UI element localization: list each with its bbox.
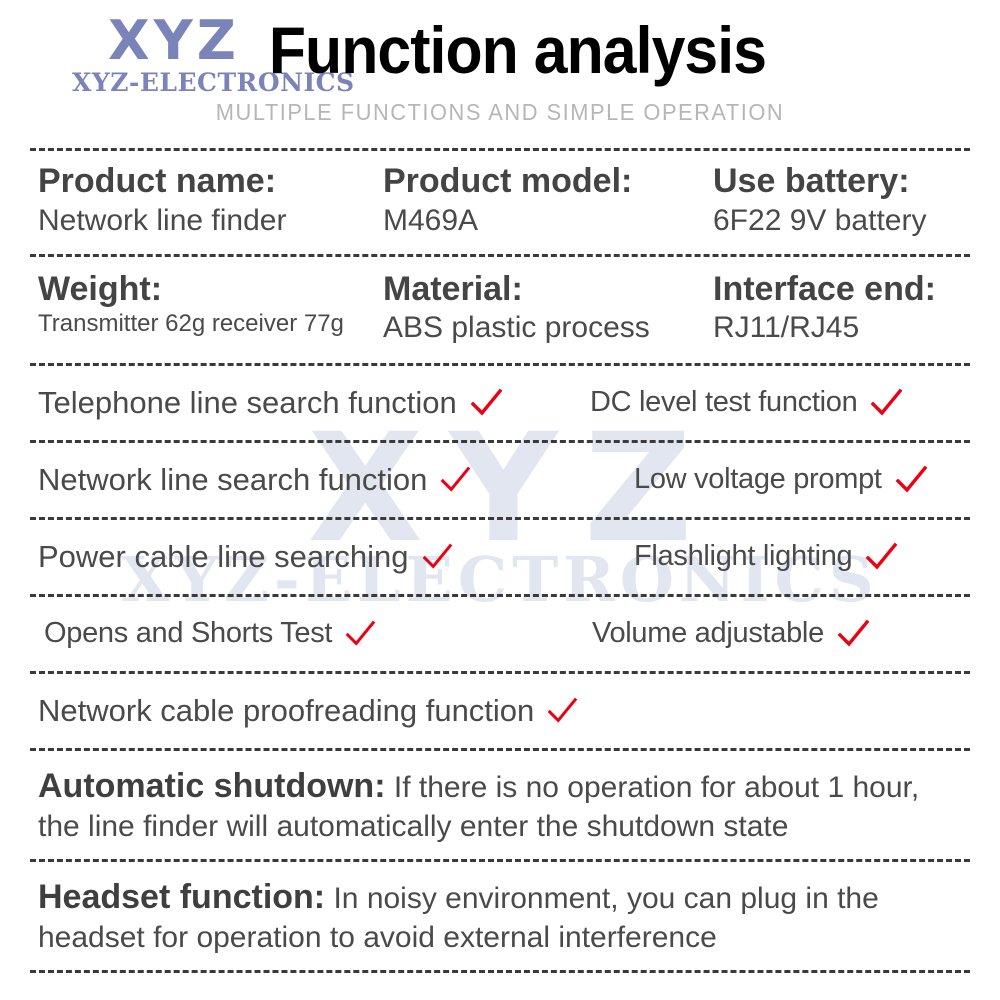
automatic-shutdown-text: If there is no operation for about 1 hou…	[38, 770, 920, 844]
automatic-shutdown-paragraph: Automatic shutdown: If there is no opera…	[38, 765, 962, 847]
headset-function-label: Headset function:	[38, 877, 326, 916]
automatic-shutdown-label: Automatic shutdown:	[38, 766, 386, 805]
feature-item-network-line-search: Network line search function	[38, 462, 590, 498]
page-subtitle: MULTIPLE FUNCTIONS AND SIMPLE OPERATION	[215, 99, 785, 126]
check-icon	[864, 540, 898, 574]
spec-label: Material:	[383, 269, 523, 308]
divider	[30, 593, 970, 597]
feature-item-volume-adjustable: Volume adjustable	[592, 617, 962, 651]
feature-item-telephone-line-search: Telephone line search function	[38, 385, 590, 421]
spec-value: M469A	[383, 204, 479, 238]
check-icon	[469, 386, 503, 420]
spec-cell-product-model: Product model: M469A	[383, 161, 713, 239]
check-icon	[546, 695, 578, 727]
feature-label: Low voltage prompt	[634, 463, 882, 496]
spec-cell-weight: Weight: Transmitter 62g receiver 77g	[38, 269, 383, 347]
feature-row: Power cable line searching Flashlight li…	[0, 520, 1000, 594]
check-icon	[421, 541, 453, 573]
headset-function-paragraph: Headset function: In noisy environment, …	[38, 876, 962, 958]
specification-table: Product name: Network line finder Produc…	[0, 151, 1000, 363]
feature-label: Power cable line searching	[38, 539, 409, 575]
spec-cell-product-name: Product name: Network line finder	[38, 161, 383, 239]
feature-label: Volume adjustable	[592, 617, 824, 650]
spec-label: Weight:	[38, 269, 163, 308]
headset-function-block: Headset function: In noisy environment, …	[0, 862, 1000, 970]
spec-label: Product name:	[38, 162, 277, 201]
feature-label: Opens and Shorts Test	[44, 617, 333, 650]
spec-value: RJ11/RJ45	[713, 311, 860, 345]
check-icon	[894, 463, 928, 497]
feature-row: Network cable proofreading function	[0, 674, 1000, 748]
spec-cell-use-battery: Use battery: 6F22 9V battery	[713, 161, 962, 239]
feature-item-flashlight-lighting: Flashlight lighting	[590, 540, 962, 574]
spec-value: 6F22 9V battery	[713, 204, 927, 238]
divider	[30, 148, 970, 152]
page-title: Function analysis	[268, 13, 767, 87]
divider	[30, 516, 970, 520]
feature-item-opens-and-shorts-test: Opens and Shorts Test	[44, 617, 592, 650]
check-icon	[439, 464, 471, 496]
feature-item-power-cable-line-searching: Power cable line searching	[38, 539, 590, 575]
feature-label: DC level test function	[590, 386, 858, 419]
spec-row: Weight: Transmitter 62g receiver 77g Mat…	[0, 257, 1000, 363]
feature-row: Network line search function Low voltage…	[0, 443, 1000, 517]
divider	[30, 253, 970, 257]
feature-item-network-cable-proofreading: Network cable proofreading function	[38, 693, 578, 729]
divider	[30, 670, 970, 674]
spec-label: Interface end:	[713, 269, 936, 308]
automatic-shutdown-block: Automatic shutdown: If there is no opera…	[0, 751, 1000, 859]
check-icon	[344, 618, 376, 650]
spec-label: Product model:	[383, 162, 633, 201]
spec-label: Use battery:	[713, 162, 910, 201]
page-header: Function analysis MULTIPLE FUNCTIONS AND…	[0, 0, 1000, 126]
feature-row: Opens and Shorts Test Volume adjustable	[0, 597, 1000, 671]
feature-label: Flashlight lighting	[634, 540, 853, 573]
headset-function-text: In noisy environment, you can plug in th…	[38, 881, 879, 955]
feature-checklist: Telephone line search function DC level …	[0, 366, 1000, 748]
divider	[30, 439, 970, 443]
feature-row: Telephone line search function DC level …	[0, 366, 1000, 440]
spec-row: Product name: Network line finder Produc…	[0, 151, 1000, 253]
spec-value: Transmitter 62g receiver 77g	[38, 310, 344, 338]
check-icon	[869, 386, 903, 420]
feature-item-low-voltage-prompt: Low voltage prompt	[590, 463, 962, 497]
spec-value: Network line finder	[38, 204, 287, 238]
feature-label: Telephone line search function	[38, 385, 457, 421]
feature-label: Network cable proofreading function	[38, 693, 535, 729]
spec-cell-material: Material: ABS plastic process	[383, 269, 713, 347]
divider	[30, 858, 970, 862]
check-icon	[836, 617, 870, 651]
spec-value: ABS plastic process	[383, 311, 650, 345]
divider	[30, 969, 970, 973]
feature-label: Network line search function	[38, 462, 428, 498]
divider	[30, 362, 970, 366]
feature-item-dc-level-test: DC level test function	[590, 386, 962, 420]
spec-cell-interface-end: Interface end: RJ11/RJ45	[713, 269, 962, 347]
divider	[30, 747, 970, 751]
